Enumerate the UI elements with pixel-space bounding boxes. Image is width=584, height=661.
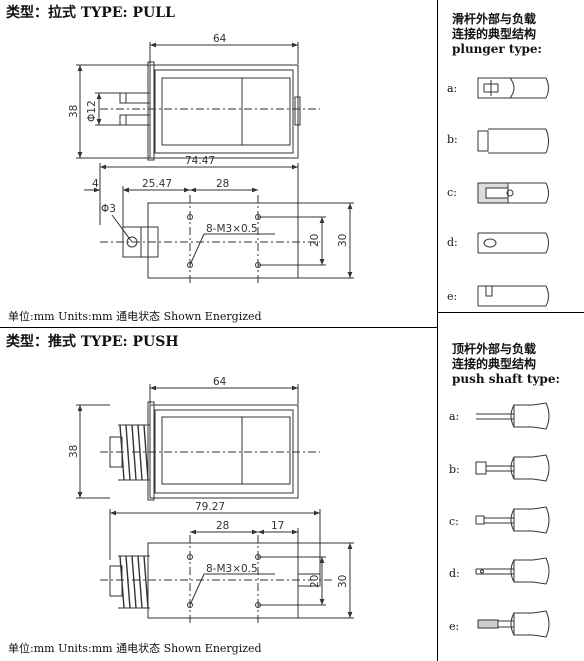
pull-dim-hole-span: 20 — [309, 234, 321, 247]
plunger-label-d: d: — [447, 236, 458, 249]
pull-dim-depth: 30 — [337, 234, 349, 247]
plunger-type-c — [477, 182, 549, 204]
plunger-label-e: e: — [447, 290, 458, 303]
push-dim-depth: 30 — [337, 575, 349, 588]
pull-dim-thread: 8-M3×0.5 — [206, 223, 258, 235]
plunger-label-b: b: — [447, 133, 458, 146]
plunger-heading-line-2: 连接的典型结构 — [452, 27, 537, 41]
pull-dim-hole: Φ3 — [101, 203, 116, 215]
plunger-heading: 滑杆外部与负载 连接的典型结构 plunger type: — [452, 12, 542, 57]
pull-dim-width: 64 — [213, 33, 227, 45]
pull-side-view — [84, 163, 354, 285]
push-side-view — [100, 509, 354, 625]
pull-dim-pitch: 28 — [216, 178, 229, 190]
divider-horizontal — [0, 327, 438, 328]
plunger-label-c: c: — [447, 186, 457, 199]
push-shaft-type-d — [475, 557, 550, 585]
plunger-heading-line-1: 滑杆外部与负载 — [452, 12, 537, 26]
push-label-e: e: — [449, 620, 460, 633]
plunger-type-b — [477, 128, 549, 154]
plunger-label-a: a: — [447, 82, 458, 95]
push-shaft-type-c — [475, 506, 550, 534]
push-heading-line-3: push shaft type: — [452, 372, 560, 386]
pull-dim-height: 38 — [68, 105, 80, 118]
divider-vertical — [437, 0, 438, 661]
push-dim-pitch: 28 — [216, 520, 229, 532]
push-top-view — [76, 384, 320, 501]
push-dim-total: 79.27 — [195, 501, 225, 513]
push-shaft-type-e — [477, 610, 550, 638]
push-label-b: b: — [449, 463, 460, 476]
push-shaft-type-a — [476, 402, 550, 430]
plunger-type-a — [477, 77, 549, 99]
technical-drawing: 64 38 Φ12 74.47 4 25.47 28 Φ3 8-M3×0.5 2… — [68, 33, 354, 625]
push-dim-height: 38 — [68, 445, 80, 458]
push-dim-thread: 8-M3×0.5 — [206, 563, 258, 575]
plunger-heading-line-3: plunger type: — [452, 42, 542, 56]
pull-dim-offset: 4 — [92, 178, 99, 190]
pull-title: 类型：拉式 TYPE: PULL — [6, 5, 175, 21]
pull-dim-plunger: Φ12 — [86, 100, 98, 122]
pull-units: 单位:mm Units:mm 通电状态 Shown Energized — [8, 310, 262, 323]
pull-top-view — [76, 42, 320, 161]
push-label-c: c: — [449, 515, 459, 528]
push-dim-shaft: 17 — [271, 520, 284, 532]
push-label-d: d: — [449, 567, 460, 580]
pull-dim-total: 74.47 — [185, 155, 215, 167]
push-heading-line-1: 顶杆外部与负载 — [452, 342, 537, 356]
push-title: 类型：推式 TYPE: PUSH — [6, 334, 179, 350]
plunger-type-sketches — [475, 77, 550, 638]
push-dim-width: 64 — [213, 376, 227, 388]
pull-dim-to-hole: 25.47 — [142, 178, 172, 190]
divider-side — [437, 312, 584, 313]
plunger-type-e — [477, 285, 549, 307]
push-heading-line-2: 连接的典型结构 — [452, 357, 537, 371]
push-label-a: a: — [449, 410, 460, 423]
push-shaft-type-b — [475, 454, 550, 482]
push-dim-hole-span: 20 — [309, 575, 321, 588]
push-units: 单位:mm Units:mm 通电状态 Shown Energized — [8, 642, 262, 655]
push-shaft-heading: 顶杆外部与负载 连接的典型结构 push shaft type: — [452, 342, 560, 387]
plunger-type-d — [477, 232, 549, 254]
